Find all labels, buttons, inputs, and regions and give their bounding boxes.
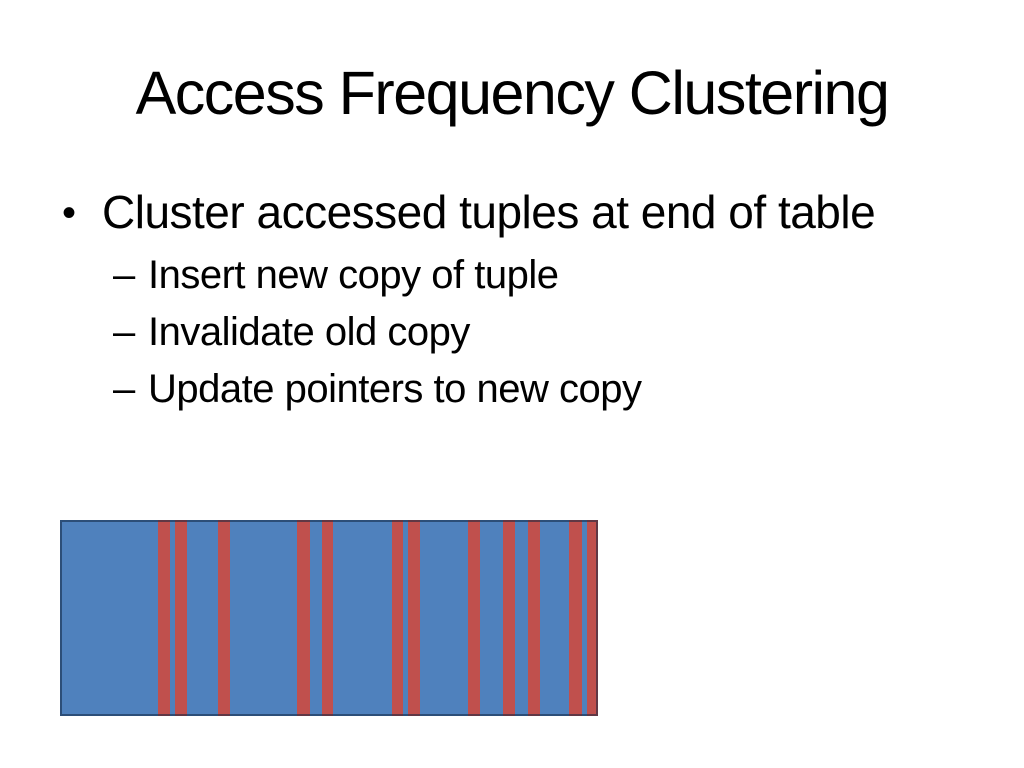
dash-bullet: – — [113, 310, 135, 354]
sub-bullet-text: Invalidate old copy — [148, 310, 470, 354]
accessed-tuple-stripe — [175, 520, 187, 716]
accessed-tuple-stripe — [587, 520, 598, 716]
slide-title: Access Frequency Clustering — [135, 59, 890, 127]
accessed-tuple-stripe — [218, 520, 230, 716]
accessed-tuple-stripe — [468, 520, 480, 716]
accessed-tuple-stripe — [158, 520, 170, 716]
accessed-tuple-stripe — [322, 520, 333, 716]
dash-bullet: – — [113, 367, 135, 411]
accessed-tuple-stripe — [408, 520, 420, 716]
accessed-tuple-stripe — [528, 520, 540, 716]
bullet-text: Cluster accessed tuples at end of table — [102, 186, 876, 238]
sub-bullet-item: –Invalidate old copy — [113, 309, 470, 355]
accessed-tuple-stripe — [569, 520, 582, 716]
bullet-dot: • — [62, 191, 76, 235]
dash-bullet: – — [113, 253, 135, 297]
bullet-item: • Cluster accessed tuples at end of table — [62, 186, 876, 239]
sub-bullet-item: –Insert new copy of tuple — [113, 252, 559, 298]
accessed-tuple-stripe — [297, 520, 310, 716]
sub-bullet-text: Update pointers to new copy — [148, 367, 642, 411]
sub-bullet-text: Insert new copy of tuple — [148, 253, 559, 297]
table-diagram — [60, 520, 598, 716]
accessed-tuple-stripe — [392, 520, 403, 716]
accessed-tuple-stripe — [503, 520, 515, 716]
sub-bullet-item: –Update pointers to new copy — [113, 366, 642, 412]
